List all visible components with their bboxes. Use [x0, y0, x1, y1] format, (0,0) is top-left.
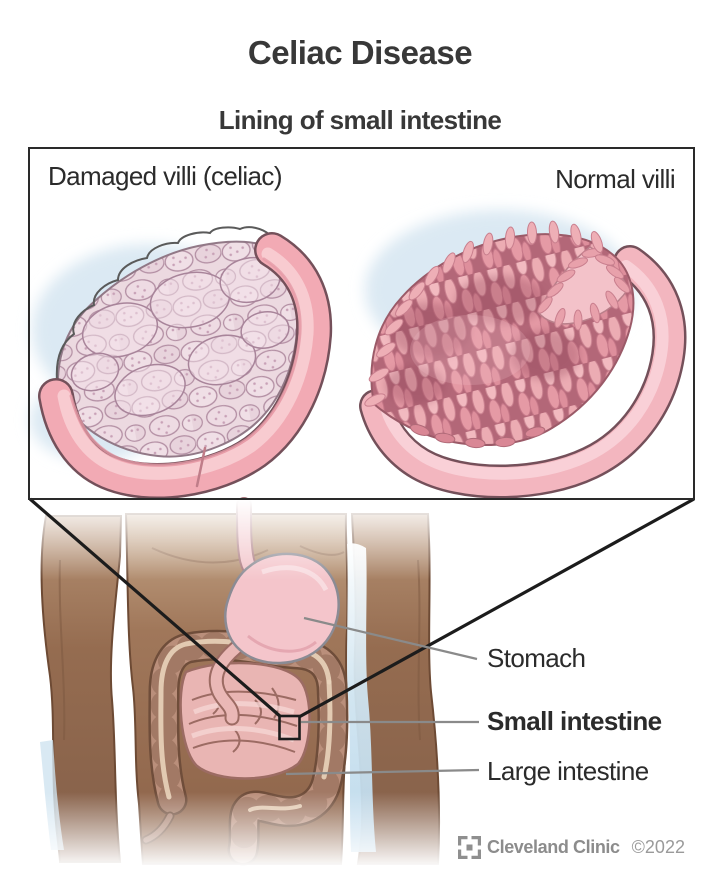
small-intestine-label: Small intestine [487, 706, 662, 736]
cobblestone-surface [55, 226, 299, 458]
normal-villi-label: Normal villi [555, 164, 676, 194]
section-subtitle: Lining of small intestine [218, 105, 502, 135]
cleveland-clinic-logo-icon [458, 836, 481, 859]
damaged-villi-label: Damaged villi (celiac) [48, 161, 282, 191]
leader-lines [285, 616, 480, 776]
magnifier-callout [28, 497, 695, 741]
attribution: Cleveland Clinic ©2022 [458, 836, 685, 859]
damaged-ridge-line [55, 226, 293, 391]
bottom-fade [0, 792, 720, 887]
stomach-leader-line [303, 616, 478, 661]
large-intestine-leader-line [285, 768, 480, 776]
flank-highlight [347, 543, 376, 852]
villi-surface [364, 220, 635, 449]
small-intestine-organ [179, 661, 311, 780]
body-illustration [0, 497, 720, 887]
large-intestine-label: Large intestine [487, 756, 649, 786]
normal-villi-illustration [359, 210, 687, 499]
damaged-villi-illustration [30, 226, 333, 499]
page-title: Celiac Disease [247, 34, 473, 71]
stomach-label: Stomach [487, 643, 586, 673]
brand-name: Cleveland Clinic [487, 837, 620, 857]
villi-bottom-fringe [409, 424, 546, 449]
normal-intestine-wall [359, 245, 687, 499]
copyright-year: ©2022 [631, 837, 685, 857]
duodenum [208, 640, 244, 726]
villi-comparison-panel: Damaged villi (celiac) Normal villi [28, 147, 695, 500]
top-fade [0, 500, 720, 582]
villi-edge-fringe [364, 220, 604, 407]
damaged-intestine-wall [38, 232, 333, 499]
